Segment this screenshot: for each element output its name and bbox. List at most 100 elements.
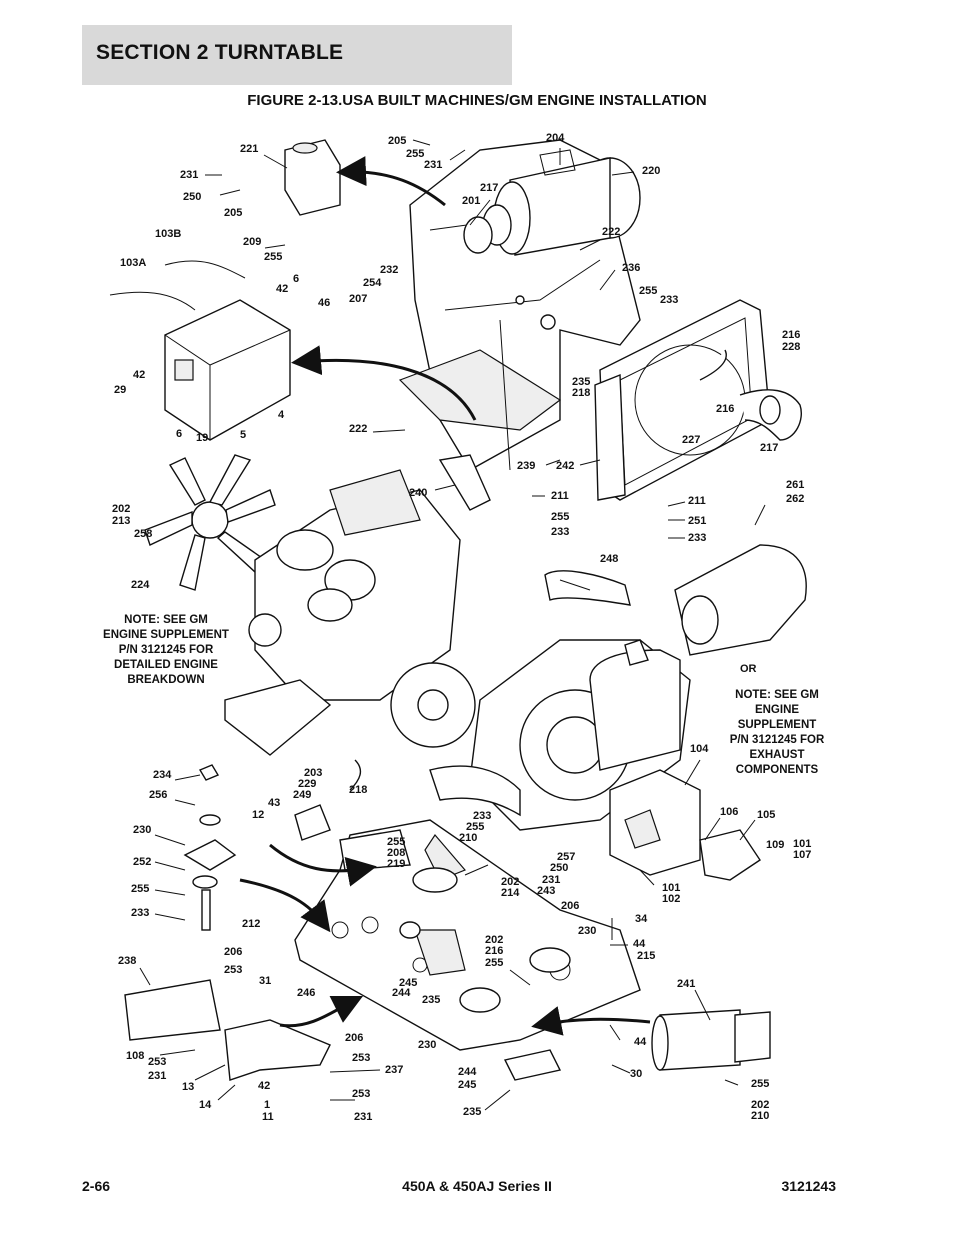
note-line: COMPONENTS: [736, 764, 819, 776]
page-number: 2-66: [82, 1178, 111, 1194]
callout: 245: [458, 1079, 476, 1091]
callout: 31: [259, 975, 271, 987]
callout: 206: [224, 946, 242, 958]
callout: 217: [760, 442, 778, 454]
bracket-237: [224, 1019, 331, 1081]
callout: 231: [424, 159, 442, 171]
engine-mount-1: [412, 867, 458, 893]
callout: 34: [635, 913, 648, 925]
callout: 210: [459, 832, 477, 844]
callout: 245: [399, 977, 417, 989]
model-name: 450A & 450AJ Series II: [402, 1178, 552, 1194]
callout: 255: [131, 883, 149, 895]
callout: 254: [363, 277, 382, 289]
callout: 206: [345, 1032, 363, 1044]
callout: 202: [751, 1099, 769, 1111]
fuel-cylinder: [651, 1009, 771, 1071]
callout: 244: [458, 1066, 477, 1078]
callout: 252: [133, 856, 151, 868]
callout: 230: [133, 824, 151, 836]
cover-238: [124, 979, 221, 1041]
hydraulic-pump: [609, 769, 761, 881]
callout: 229: [298, 778, 316, 790]
note-line: P/N 3121245 FOR: [730, 734, 825, 746]
callout: 101: [793, 838, 811, 850]
callout: 202: [485, 934, 503, 946]
section-header: SECTION 2 TURNTABLE: [82, 25, 512, 85]
callout: 255: [466, 821, 484, 833]
or-label: OR: [740, 663, 757, 675]
note-line: EXHAUST: [750, 749, 805, 761]
callout: 105: [757, 809, 775, 821]
callout: 107: [793, 849, 811, 861]
engine-mount-stack: [183, 764, 237, 931]
callout: 249: [293, 789, 311, 801]
callout: 253: [352, 1088, 370, 1100]
callout: 30: [630, 1068, 642, 1080]
callout: 204: [546, 132, 565, 144]
callout: 255: [639, 285, 657, 297]
callout: 235: [463, 1106, 481, 1118]
callout: 46: [318, 297, 330, 309]
engine-mount-3: [529, 947, 571, 973]
callout: 4: [278, 409, 285, 421]
callout: 244: [392, 987, 411, 999]
callout: 256: [149, 789, 167, 801]
callout: 214: [501, 887, 520, 899]
note-line: SUPPLEMENT: [738, 719, 817, 731]
callout: 230: [418, 1039, 436, 1051]
callout: 258: [134, 528, 152, 540]
callout: 227: [682, 434, 700, 446]
callout: 255: [751, 1078, 769, 1090]
battery-cable-103a: [109, 291, 196, 311]
callout: 233: [473, 810, 491, 822]
callout: 233: [551, 526, 569, 538]
callout: 255: [551, 511, 569, 523]
callout: 213: [112, 515, 130, 527]
note-line: NOTE: SEE GM: [735, 689, 819, 701]
callout: 202: [112, 503, 130, 515]
callout: 255: [485, 957, 503, 969]
callout: 206: [561, 900, 579, 912]
callout: 215: [637, 950, 655, 962]
callout: 1: [264, 1099, 270, 1111]
callout: 233: [131, 907, 149, 919]
callout: 109: [766, 839, 784, 851]
callout: 261: [786, 479, 804, 491]
note-line: BREAKDOWN: [127, 674, 204, 686]
callout: 246: [297, 987, 315, 999]
note-line: DETAILED ENGINE: [114, 659, 218, 671]
callout: 231: [354, 1111, 372, 1123]
callout: 101: [662, 882, 680, 894]
muffler: [544, 544, 807, 771]
callout: 250: [183, 191, 201, 203]
callout: 208: [387, 847, 405, 859]
callout: 14: [199, 1099, 212, 1111]
callout: 201: [462, 195, 480, 207]
callout: 216: [485, 945, 503, 957]
callout: 235: [572, 376, 590, 388]
callout: 216: [782, 329, 800, 341]
callout: 236: [622, 262, 640, 274]
callout: 237: [385, 1064, 403, 1076]
note-line: ENGINE SUPPLEMENT: [103, 629, 229, 641]
callout: 44: [633, 938, 646, 950]
note-line: NOTE: SEE GM: [124, 614, 208, 626]
callout: 11: [262, 1111, 274, 1123]
figure-title: FIGURE 2-13.USA BUILT MACHINES/GM ENGINE…: [247, 92, 707, 109]
engine-mount-4: [399, 921, 421, 939]
callout: 255: [264, 251, 282, 263]
callout: 220: [642, 165, 660, 177]
exhaust-note: NOTE: SEE GM ENGINE SUPPLEMENT P/N 31212…: [730, 689, 825, 776]
callout: 211: [551, 490, 569, 502]
callout: 211: [688, 495, 706, 507]
note-line: P/N 3121245 FOR: [119, 644, 214, 656]
callout: 42: [276, 283, 288, 295]
pad-244: [503, 1049, 562, 1081]
callout: 239: [517, 460, 535, 472]
callout: 243: [537, 885, 555, 897]
callout: 29: [114, 384, 126, 396]
callout: 104: [690, 743, 709, 755]
callout: 231: [148, 1070, 166, 1082]
